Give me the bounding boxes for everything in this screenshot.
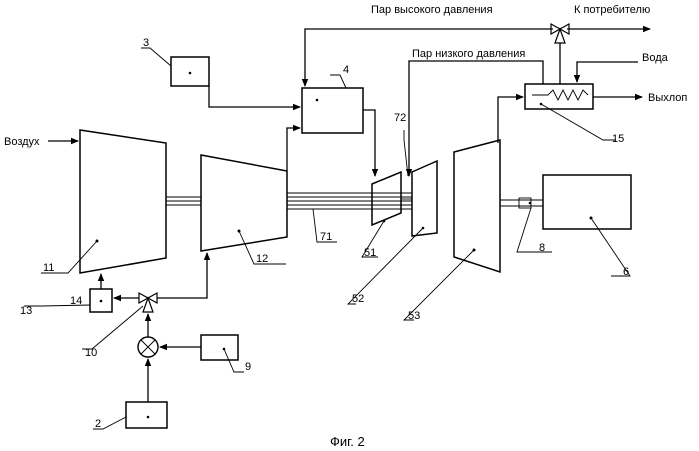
ref-51: 51	[364, 247, 376, 259]
ref-9: 9	[245, 361, 251, 373]
compressor-11	[80, 130, 166, 273]
label-to-consumer: К потребителю	[574, 4, 650, 16]
ref-6: 6	[623, 266, 629, 278]
consumer-valve	[551, 24, 569, 43]
ref-12: 12	[256, 253, 268, 265]
ref-8: 8	[539, 242, 545, 254]
box-3	[171, 57, 209, 86]
box-9	[201, 335, 238, 360]
label-exhaust: Выхлоп	[648, 92, 687, 104]
figure-caption: Фиг. 2	[330, 434, 365, 449]
valve-13	[139, 293, 157, 312]
ref-13: 13	[20, 305, 32, 317]
turbine-52	[412, 161, 437, 236]
compressor-12	[201, 155, 287, 251]
box-2	[126, 402, 167, 428]
ref-3: 3	[143, 37, 149, 49]
ref-71: 71	[320, 231, 332, 243]
ref-72: 72	[394, 112, 406, 124]
ref-11: 11	[43, 262, 54, 274]
turbine-51	[372, 172, 401, 225]
label-lp-steam: Пар низкого давления	[412, 48, 525, 60]
turbine-53	[454, 140, 500, 272]
ref-10: 10	[85, 347, 97, 359]
ref-53: 53	[408, 310, 420, 322]
ref-4: 4	[343, 64, 349, 76]
ref-15: 15	[612, 133, 624, 145]
mixer-10	[138, 337, 158, 357]
label-hp-steam: Пар высокого давления	[371, 4, 493, 16]
label-water: Вода	[642, 52, 669, 64]
combustor-4	[302, 88, 363, 133]
ref-2: 2	[95, 418, 101, 430]
ref-14: 14	[70, 295, 82, 307]
generator-6	[543, 175, 631, 229]
ref-52: 52	[352, 293, 364, 305]
label-air: Воздух	[4, 136, 40, 148]
heat-exchanger-15	[525, 84, 593, 109]
